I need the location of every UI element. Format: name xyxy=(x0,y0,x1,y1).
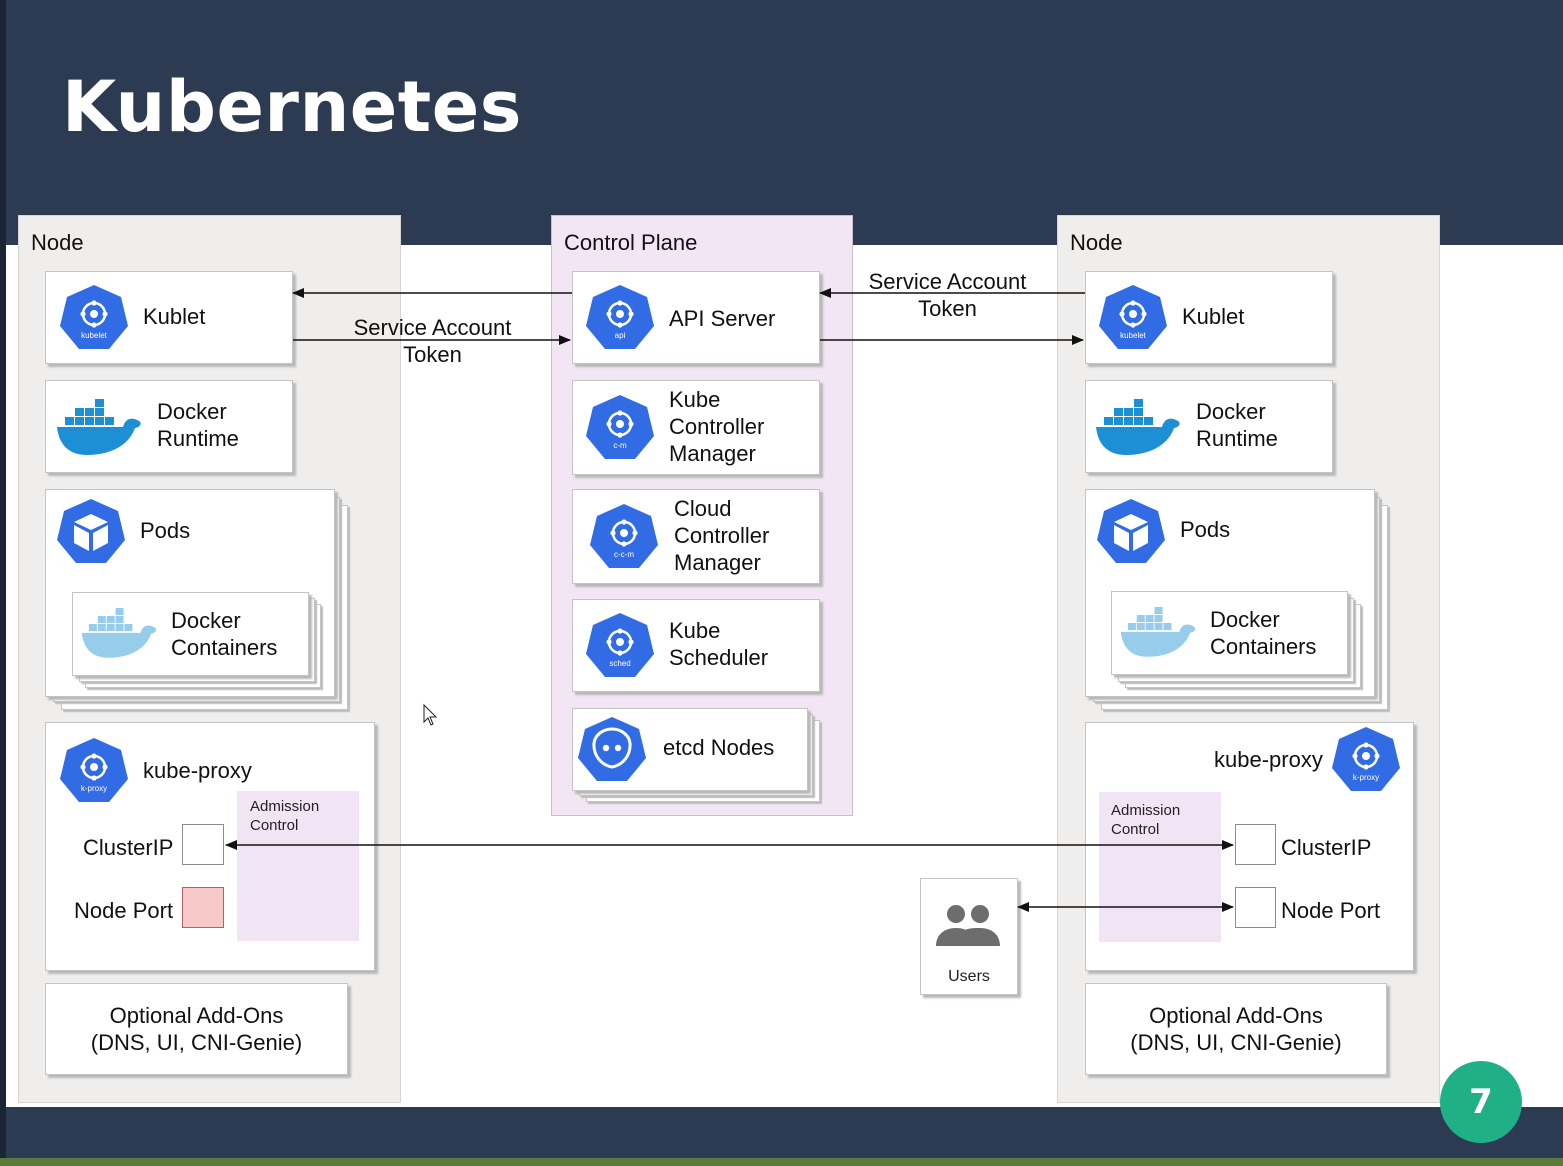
etcd-label: etcd Nodes xyxy=(663,735,775,760)
api-server-icon-label: api xyxy=(615,331,626,340)
slide-number-badge: 7 xyxy=(1440,1061,1522,1143)
right-addons-line1: Optional Add-Ons xyxy=(1149,1003,1323,1028)
docker-whale-icon xyxy=(55,393,145,459)
kube-proxy-icon: k-proxy xyxy=(59,736,129,806)
left-token-line1: Service Account xyxy=(353,315,512,340)
kcm-line1: Kube xyxy=(669,387,721,412)
right-pods-label: Pods xyxy=(1180,517,1231,542)
scheduler-line2: Scheduler xyxy=(669,645,769,670)
docker-whale-faded-icon xyxy=(1119,599,1199,663)
bottom-accent-line xyxy=(0,1158,1563,1166)
right-kublet-label: Kublet xyxy=(1182,304,1245,329)
left-node-label: Node xyxy=(31,230,84,255)
ccm-line1: Cloud xyxy=(674,496,732,521)
users-group-icon xyxy=(932,898,1004,950)
api-server-icon: api xyxy=(585,283,655,353)
left-addons-box[interactable] xyxy=(45,983,348,1075)
ccm-line2: Controller xyxy=(674,523,770,548)
api-server-label: API Server xyxy=(669,306,776,331)
docker-whale-icon xyxy=(1094,393,1184,459)
kubelet-icon: kubelet xyxy=(59,283,129,353)
right-docker-runtime-line2: Runtime xyxy=(1196,426,1278,451)
left-nodeport-label: Node Port xyxy=(74,898,174,923)
right-token-line1: Service Account xyxy=(868,269,1027,294)
etcd-icon xyxy=(577,715,647,785)
right-node-label: Node xyxy=(1070,230,1123,255)
right-clusterip-port[interactable] xyxy=(1235,824,1276,865)
left-docker-containers-box[interactable] xyxy=(72,592,309,676)
pod-cube-icon xyxy=(1096,497,1166,567)
kube-proxy-icon: k-proxy xyxy=(1331,725,1401,795)
pod-cube-icon xyxy=(56,497,126,567)
left-admission-line2: Control xyxy=(250,817,299,834)
scheduler-line1: Kube xyxy=(669,618,721,643)
right-addons-line2: (DNS, UI, CNI-Genie) xyxy=(1130,1030,1342,1055)
controller-manager-icon: c-m xyxy=(585,393,655,463)
right-nodeport-label: Node Port xyxy=(1281,898,1381,923)
left-containers-line2: Containers xyxy=(171,635,278,660)
window-edge xyxy=(0,0,6,1166)
left-docker-runtime-box[interactable] xyxy=(45,380,293,473)
left-token-line2: Token xyxy=(403,342,462,367)
left-docker-runtime-line1: Docker xyxy=(157,399,227,424)
scheduler-icon-label: sched xyxy=(609,659,630,668)
right-containers-line1: Docker xyxy=(1210,607,1280,632)
users-box[interactable] xyxy=(920,878,1018,995)
kubelet-icon-label: kubelet xyxy=(81,331,108,340)
kubelet-icon: kubelet xyxy=(1098,283,1168,353)
kube-proxy-icon-label: k-proxy xyxy=(81,784,107,793)
right-docker-containers-box[interactable] xyxy=(1111,591,1348,675)
kubelet-icon-label: kubelet xyxy=(1120,331,1147,340)
ccm-line3: Manager xyxy=(674,550,761,575)
scheduler-icon: sched xyxy=(585,611,655,681)
left-addons-line1: Optional Add-Ons xyxy=(109,1003,284,1028)
right-nodeport-port[interactable] xyxy=(1235,887,1276,928)
right-admission-line1: Admission xyxy=(1111,802,1181,819)
left-containers-line1: Docker xyxy=(171,608,241,633)
left-clusterip-label: ClusterIP xyxy=(83,835,174,860)
left-kublet-label: Kublet xyxy=(143,304,206,329)
right-admission-line2: Control xyxy=(1111,821,1160,838)
left-nodeport-port[interactable] xyxy=(182,887,224,928)
kcm-line3: Manager xyxy=(669,441,756,466)
users-label: Users xyxy=(948,968,990,985)
right-docker-runtime-line1: Docker xyxy=(1196,399,1266,424)
left-pods-label: Pods xyxy=(140,518,191,543)
left-docker-runtime-line2: Runtime xyxy=(157,426,239,451)
left-admission-control-region xyxy=(237,791,359,941)
right-admission-control-region xyxy=(1099,792,1221,942)
ccm-icon-label: c-c-m xyxy=(614,550,634,559)
control-plane-label: Control Plane xyxy=(564,230,698,255)
kcm-icon-label: c-m xyxy=(613,441,627,450)
left-addons-line2: (DNS, UI, CNI-Genie) xyxy=(90,1030,303,1055)
left-admission-line1: Admission xyxy=(250,798,320,815)
left-clusterip-port[interactable] xyxy=(182,824,224,865)
right-docker-runtime-box[interactable] xyxy=(1085,380,1333,473)
right-clusterip-label: ClusterIP xyxy=(1281,835,1372,860)
left-kube-proxy-label: kube-proxy xyxy=(143,758,252,783)
right-token-line2: Token xyxy=(918,296,977,321)
right-addons-box[interactable] xyxy=(1085,983,1387,1075)
right-kube-proxy-label: kube-proxy xyxy=(1214,747,1323,772)
cloud-controller-manager-icon: c-c-m xyxy=(589,502,659,572)
right-containers-line2: Containers xyxy=(1210,634,1317,659)
kube-proxy-icon-label: k-proxy xyxy=(1353,773,1379,782)
slide-title: Kubernetes xyxy=(62,66,522,148)
docker-whale-faded-icon xyxy=(80,600,160,664)
kcm-line2: Controller xyxy=(669,414,765,439)
